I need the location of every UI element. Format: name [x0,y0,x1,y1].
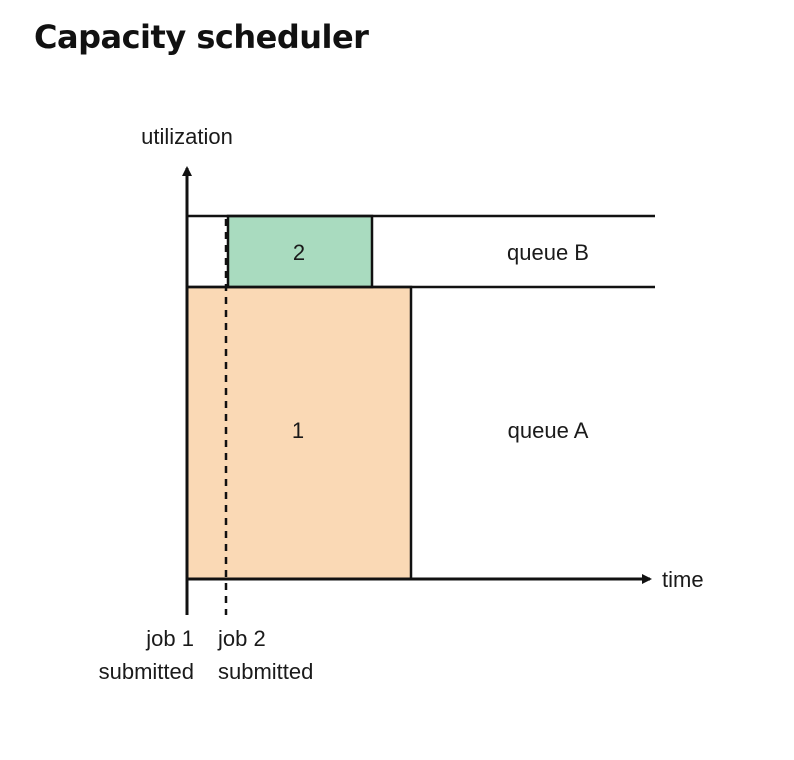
queue-b-label: queue B [507,240,589,265]
queue-a-label: queue A [508,418,589,443]
page-title: Capacity scheduler [34,18,369,56]
job1-box-label: 1 [292,418,304,443]
x-axis-label: time [662,567,704,592]
job2-marker-label-line1: job 2 [217,626,266,651]
job2-box-label: 2 [293,240,305,265]
y-axis-label: utilization [141,124,233,149]
job1-marker-label-line1: job 1 [145,626,194,651]
job1-marker-label-line2: submitted [99,659,194,684]
job2-marker-label-line2: submitted [218,659,313,684]
job1-box [185,285,413,581]
